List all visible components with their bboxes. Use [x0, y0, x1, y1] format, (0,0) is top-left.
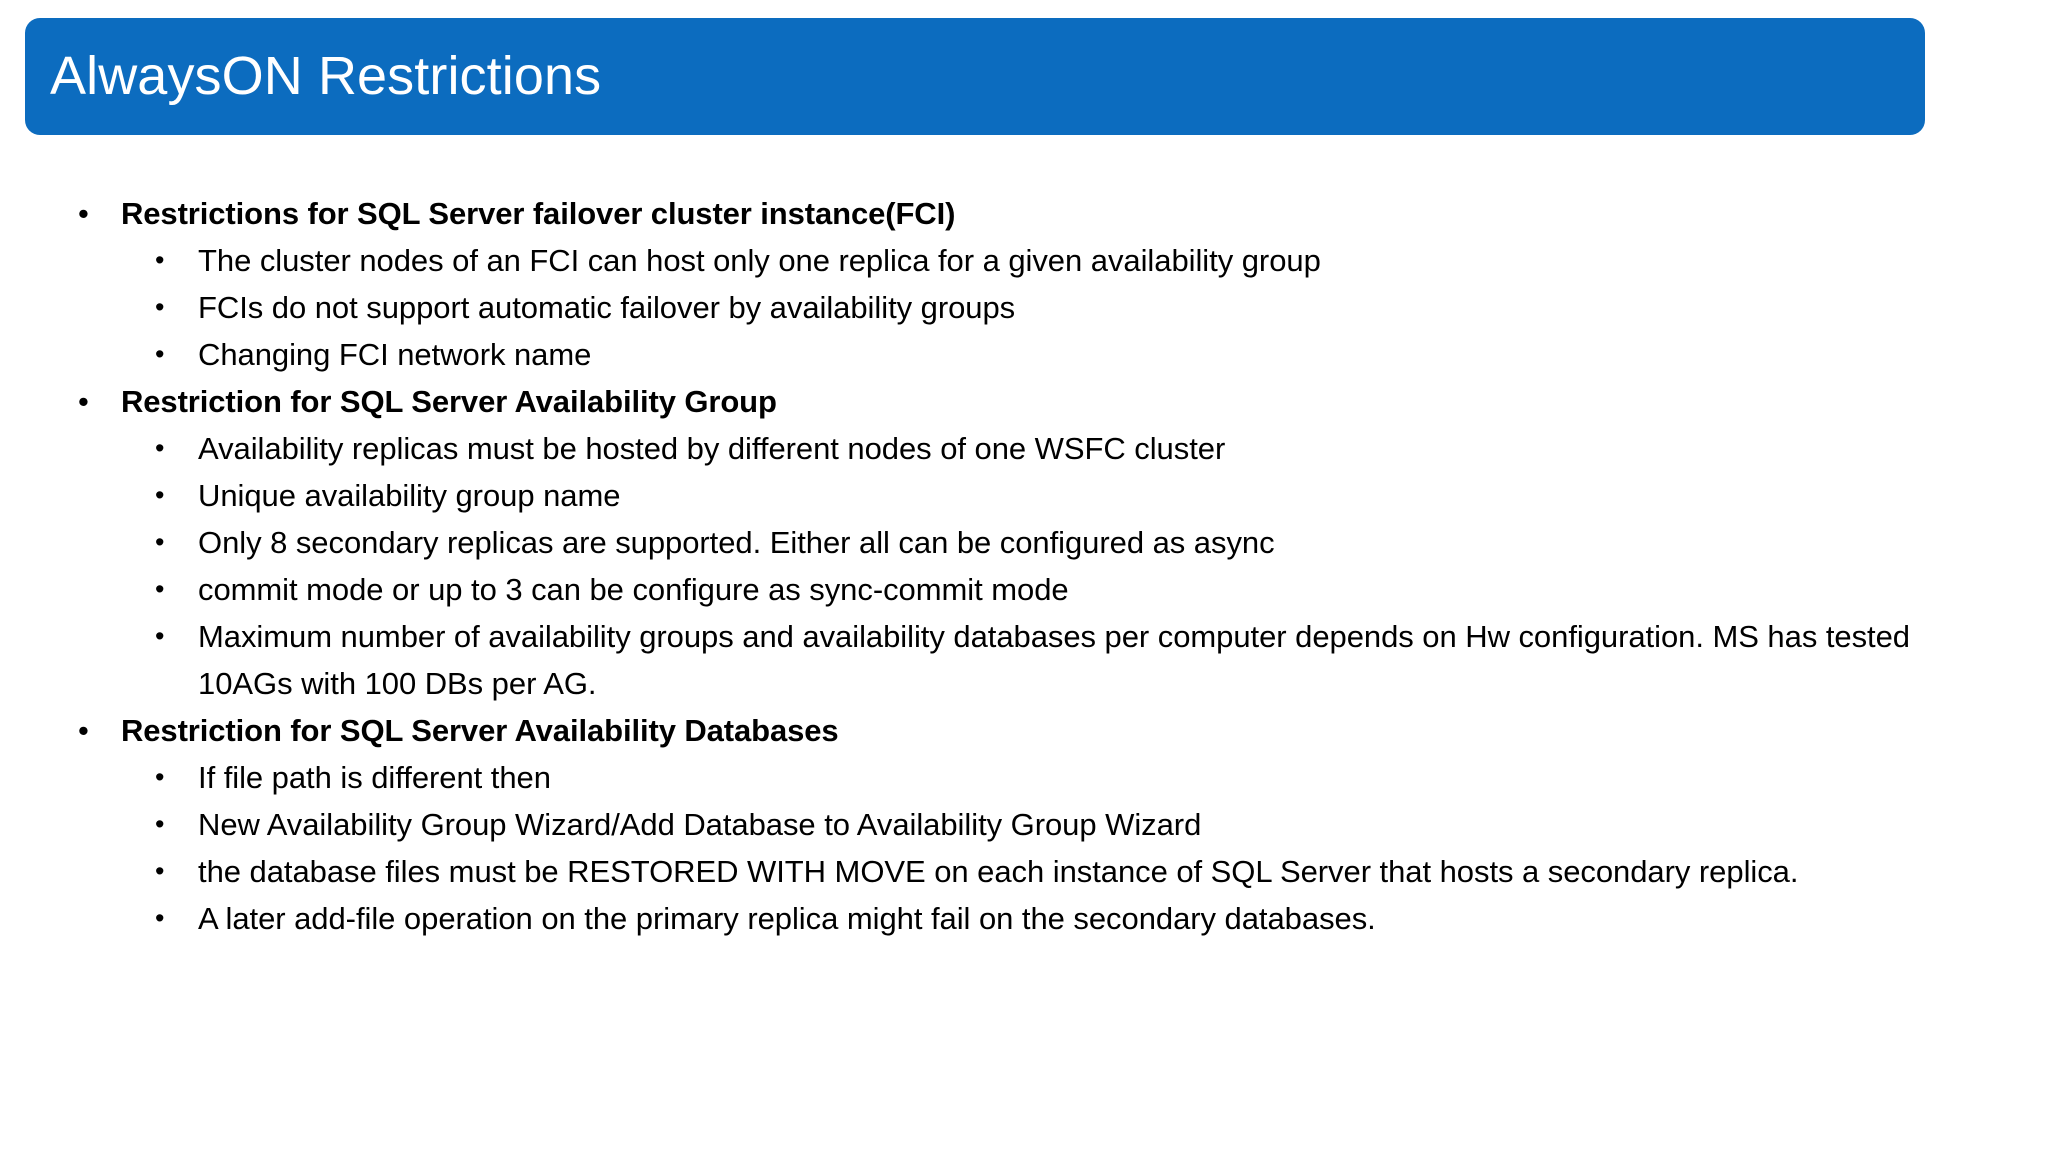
- page-title: AlwaysON Restrictions: [50, 46, 602, 107]
- list-item-label: the database files must be RESTORED WITH…: [198, 854, 1799, 889]
- list-item: • Changing FCI network name: [0, 331, 2048, 378]
- bullet-icon: •: [155, 809, 165, 839]
- list-item: • The cluster nodes of an FCI can host o…: [0, 237, 2048, 284]
- list-item-label: Availability replicas must be hosted by …: [198, 431, 1226, 466]
- list-item-label: If file path is different then: [198, 760, 551, 795]
- list-item-label: A later add-file operation on the primar…: [198, 901, 1376, 936]
- bullet-icon: •: [78, 713, 89, 748]
- section-heading-label: Restriction for SQL Server Availability …: [121, 713, 839, 748]
- bullet-icon: •: [155, 856, 165, 886]
- bullet-icon: •: [78, 384, 89, 419]
- list-item-label: Changing FCI network name: [198, 337, 592, 372]
- slide-title-banner: AlwaysON Restrictions: [25, 18, 1925, 135]
- list-item: • Unique availability group name: [0, 472, 2048, 519]
- list-item: • Availability replicas must be hosted b…: [0, 425, 2048, 472]
- list-item-label: Only 8 secondary replicas are supported.…: [198, 525, 1275, 560]
- list-item: • the database files must be RESTORED WI…: [0, 848, 2048, 895]
- bullet-icon: •: [155, 574, 165, 604]
- section-heading: • Restriction for SQL Server Availabilit…: [0, 707, 2048, 754]
- list-item: • If file path is different then: [0, 754, 2048, 801]
- list-item-label: Maximum number of availability groups an…: [198, 619, 1910, 701]
- bullet-icon: •: [155, 433, 165, 463]
- list-item-label: New Availability Group Wizard/Add Databa…: [198, 807, 1202, 842]
- section-heading: • Restrictions for SQL Server failover c…: [0, 190, 2048, 237]
- list-item-label: FCIs do not support automatic failover b…: [198, 290, 1016, 325]
- list-item-label: Unique availability group name: [198, 478, 621, 513]
- list-item: • Only 8 secondary replicas are supporte…: [0, 519, 2048, 566]
- bullet-icon: •: [155, 621, 165, 651]
- slide-body: • Restrictions for SQL Server failover c…: [0, 190, 2048, 942]
- list-item: • A later add-file operation on the prim…: [0, 895, 2048, 942]
- list-item-label: The cluster nodes of an FCI can host onl…: [198, 243, 1321, 278]
- bullet-icon: •: [155, 762, 165, 792]
- section-heading: • Restriction for SQL Server Availabilit…: [0, 378, 2048, 425]
- bullet-icon: •: [155, 903, 165, 933]
- list-item: • New Availability Group Wizard/Add Data…: [0, 801, 2048, 848]
- bullet-icon: •: [155, 527, 165, 557]
- section-heading-label: Restrictions for SQL Server failover clu…: [121, 196, 956, 231]
- bullet-icon: •: [155, 245, 165, 275]
- bullet-icon: •: [155, 480, 165, 510]
- section-heading-label: Restriction for SQL Server Availability …: [121, 384, 777, 419]
- bullet-icon: •: [155, 339, 165, 369]
- list-item-label: commit mode or up to 3 can be configure …: [198, 572, 1069, 607]
- bullet-icon: •: [155, 292, 165, 322]
- bullet-icon: •: [78, 196, 89, 231]
- list-item: • FCIs do not support automatic failover…: [0, 284, 2048, 331]
- list-item: • commit mode or up to 3 can be configur…: [0, 566, 2048, 613]
- list-item: • Maximum number of availability groups …: [0, 613, 2048, 707]
